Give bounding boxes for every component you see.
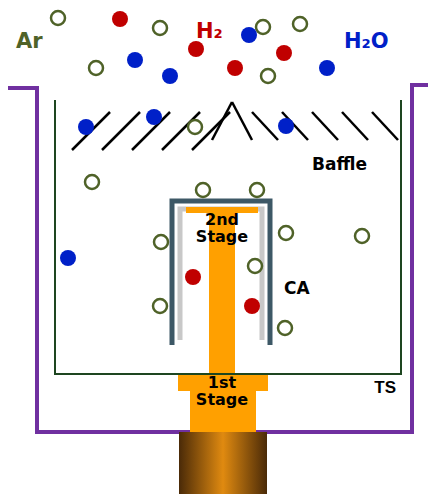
ar-molecule [153, 21, 167, 35]
h2o-molecule [278, 118, 294, 134]
ar-molecule [261, 69, 275, 83]
ar-molecule [256, 20, 270, 34]
ar-molecule [89, 61, 103, 75]
shield-label: TS [374, 378, 396, 398]
first-stage-label: 1st Stage [189, 375, 255, 409]
baffle-plate [312, 112, 338, 140]
ar-molecule [293, 17, 307, 31]
ar-molecule [355, 229, 369, 243]
pump-housing [8, 85, 428, 432]
h2o-molecule [162, 68, 178, 84]
ar-molecule [51, 11, 65, 25]
baffle-plates [72, 102, 398, 150]
ar-molecule [250, 183, 264, 197]
h2o-molecule [78, 119, 94, 135]
h2o-molecule [146, 109, 162, 125]
h2-molecule [227, 60, 243, 76]
second-stage-label: 2nd Stage [189, 212, 255, 246]
h2-molecule [244, 298, 260, 314]
h2-molecule [112, 11, 128, 27]
h2o-molecule [127, 52, 143, 68]
water-label: H₂O [344, 30, 404, 52]
cold-head-base [179, 432, 267, 494]
baffle-plate [372, 112, 398, 140]
ar-molecule [278, 321, 292, 335]
baffle-plate [342, 112, 368, 140]
h2-molecule [188, 41, 204, 57]
h2-molecule [185, 269, 201, 285]
ar-molecule [85, 175, 99, 189]
baffle-plate [232, 102, 252, 140]
ar-molecule [196, 183, 210, 197]
cryo-array-label: CA [284, 280, 324, 298]
baffle-plate [252, 112, 278, 140]
hydrogen-label: H₂ [196, 20, 236, 42]
ar-molecule [188, 120, 202, 134]
h2o-molecule [319, 60, 335, 76]
baffle-plate [102, 112, 140, 150]
ar-molecule [154, 235, 168, 249]
baffle-plate [212, 102, 232, 140]
h2-molecule [276, 45, 292, 61]
ar-molecule [279, 226, 293, 240]
ar-molecule [248, 259, 262, 273]
baffle-plate [72, 112, 110, 150]
h2o-molecule [60, 250, 76, 266]
ar-molecule [153, 299, 167, 313]
baffle-label: Baffle [312, 156, 382, 174]
argon-label: Ar [16, 30, 56, 52]
h2o-molecule [241, 27, 257, 43]
